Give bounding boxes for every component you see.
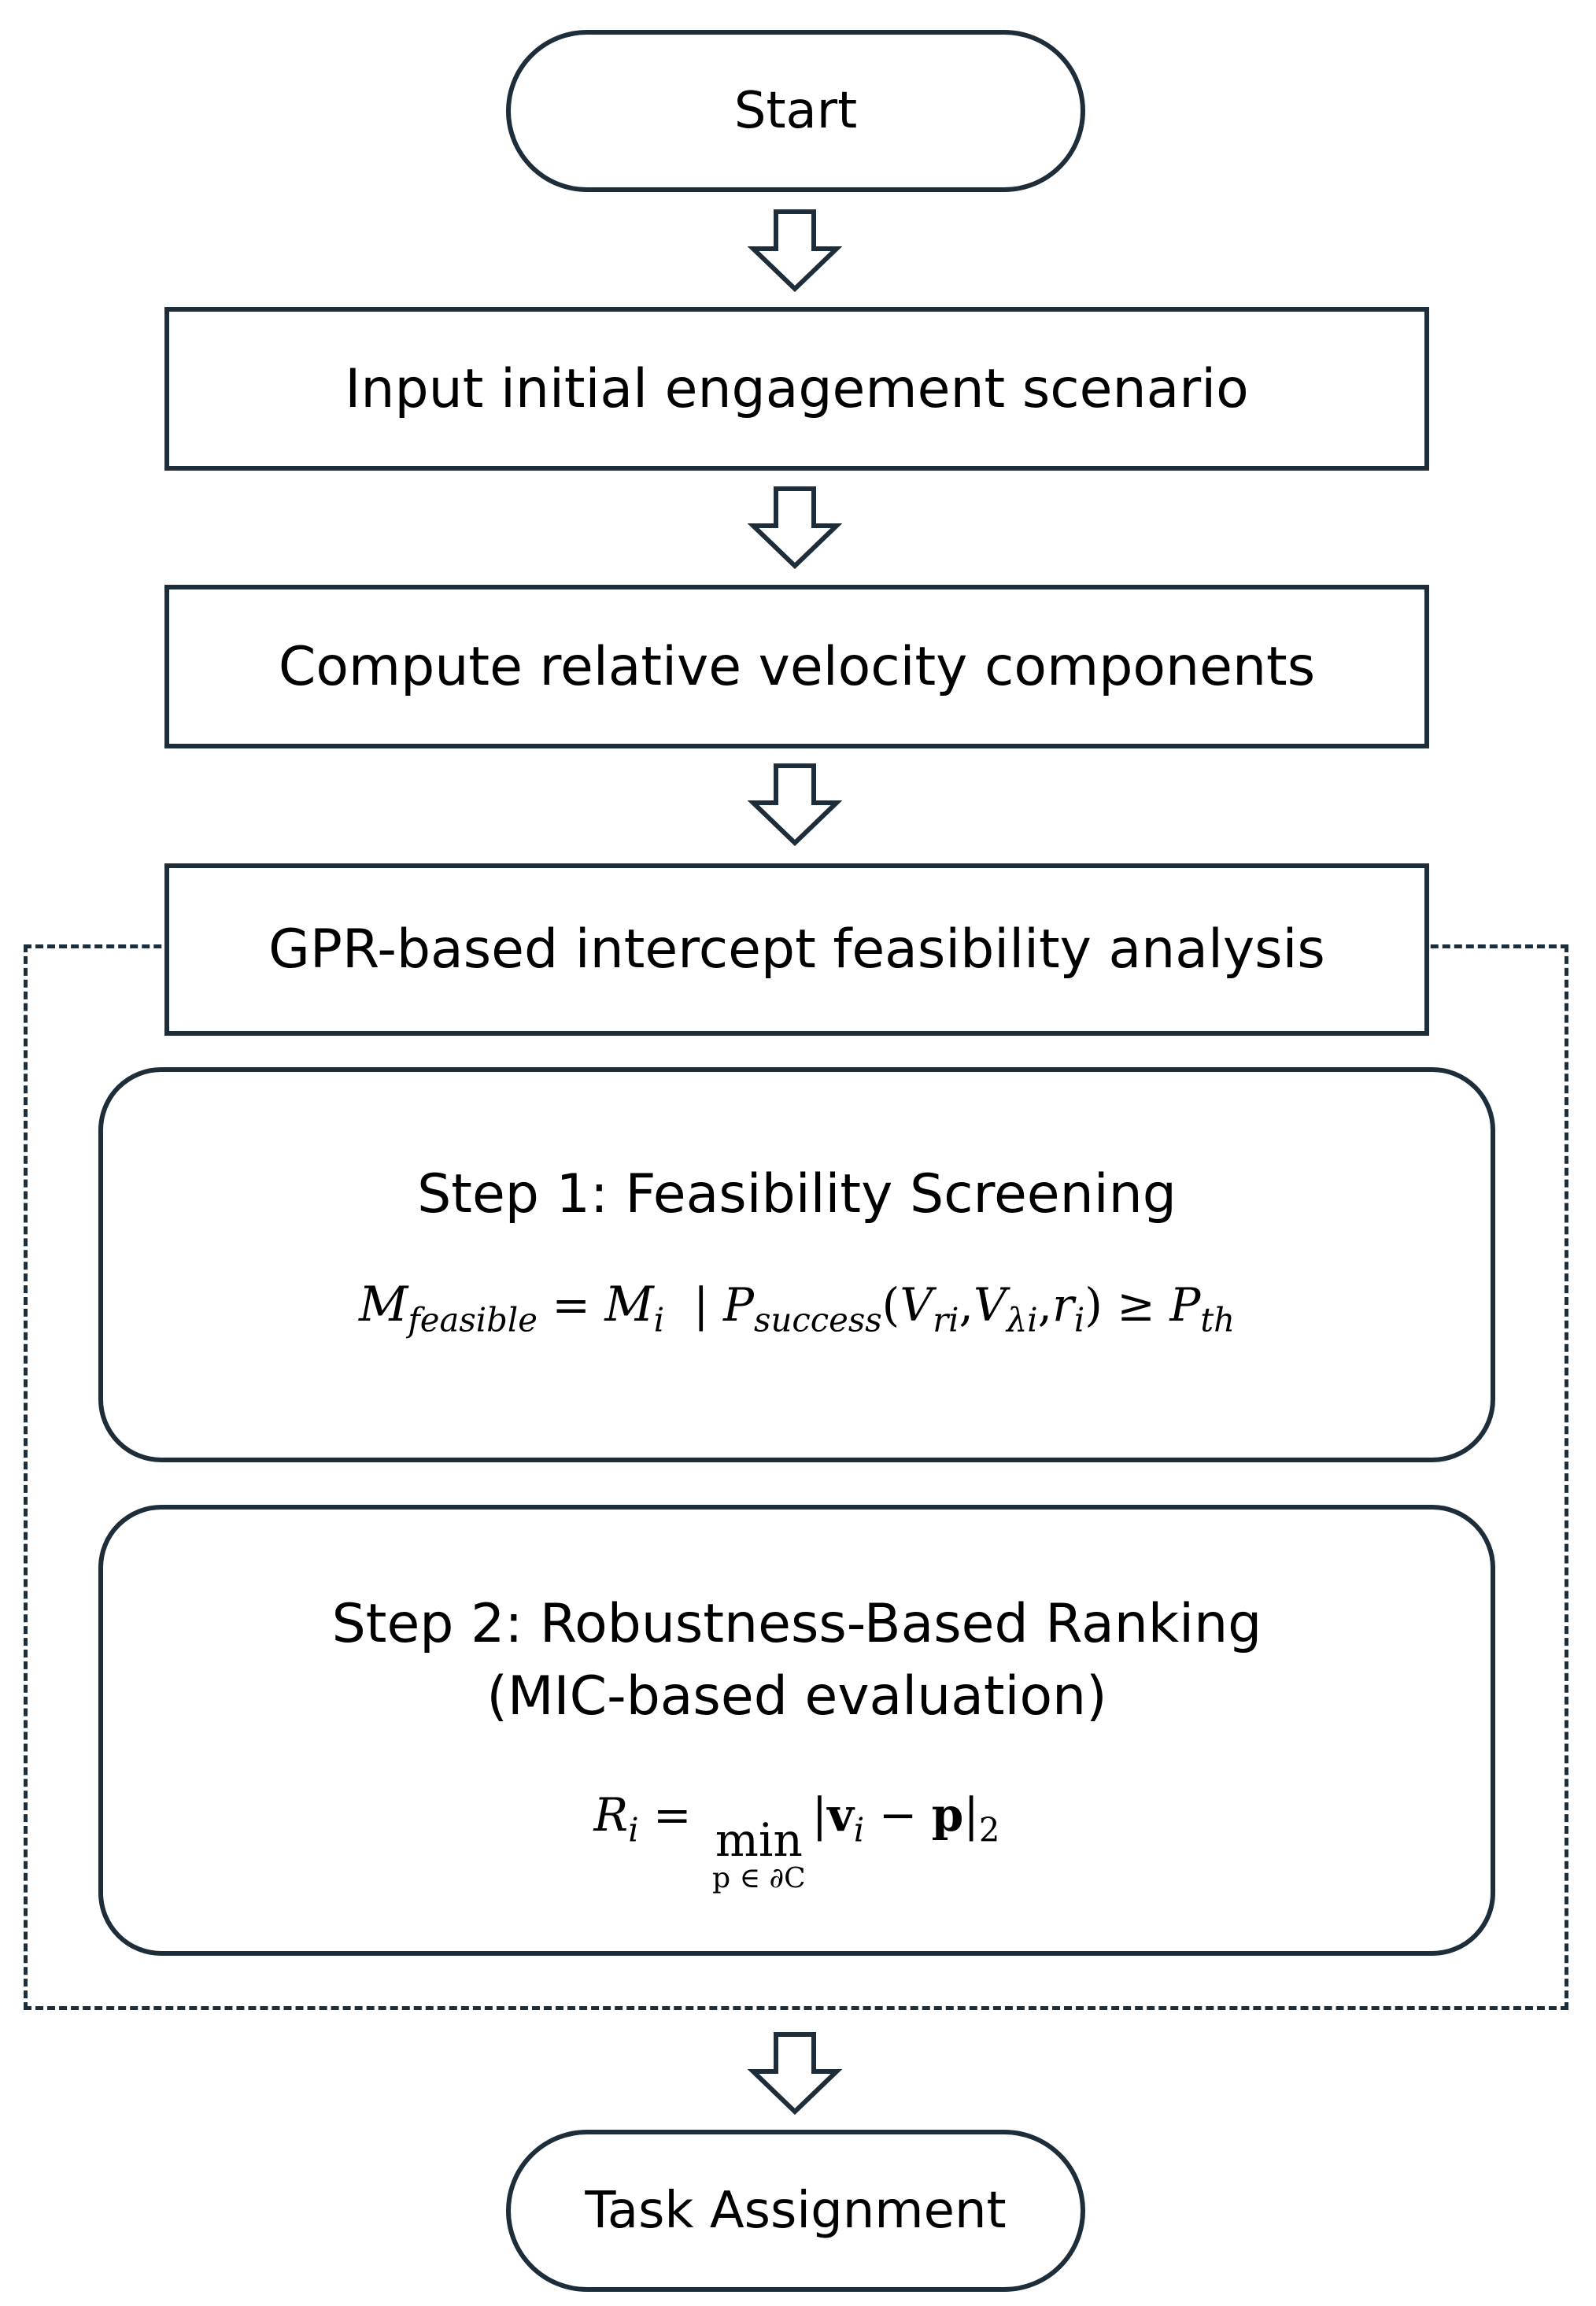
formula-minus: − <box>878 1788 918 1842</box>
formula-symbol: M <box>604 1277 654 1332</box>
formula-symbol: V <box>900 1278 933 1332</box>
formula-symbol: M <box>358 1277 408 1332</box>
formula-relation: ≥ <box>1117 1278 1155 1332</box>
flow-arrow-2 <box>747 486 843 570</box>
start-label: Start <box>733 82 858 140</box>
formula-subscript: feasible <box>408 1300 538 1340</box>
step2-title-line2: (MIC-based evaluation) <box>486 1665 1107 1728</box>
step1-formula: Mfeasible = Mi | Psuccess(Vri,Vλi,ri) ≥ … <box>358 1277 1236 1340</box>
formula-vector: v <box>827 1788 854 1842</box>
min-operator: min p ∈ ∂C <box>712 1817 806 1893</box>
formula-symbol: P <box>723 1278 755 1332</box>
gpr-analysis-box: GPR-based intercept feasibility analysis <box>164 863 1429 1036</box>
step2-box: Step 2: Robustness-Based Ranking (MIC-ba… <box>98 1505 1495 1956</box>
formula-symbol: r <box>1052 1278 1074 1332</box>
step2-formula: Ri = min p ∈ ∂C |vi − p|2 <box>593 1788 1000 1894</box>
min-label: min <box>715 1813 803 1867</box>
step1-title: Step 1: Feasibility Screening <box>417 1163 1177 1225</box>
formula-subscript: 2 <box>978 1810 1000 1850</box>
formula-subscript: i <box>628 1810 639 1850</box>
start-terminal: Start <box>506 30 1085 192</box>
formula-symbol: V <box>973 1278 1007 1332</box>
compute-velocity-box: Compute relative velocity components <box>164 585 1429 748</box>
formula-subscript: th <box>1200 1300 1236 1340</box>
formula-subscript: i <box>1073 1300 1085 1340</box>
step2-title-line1: Step 2: Robustness-Based Ranking <box>331 1593 1262 1655</box>
input-scenario-box: Input initial engagement scenario <box>164 307 1429 471</box>
compute-velocity-label: Compute relative velocity components <box>278 635 1316 698</box>
formula-vector: p <box>931 1788 964 1842</box>
min-underscript: p ∈ ∂C <box>712 1861 806 1894</box>
flow-arrow-1 <box>747 209 843 293</box>
formula-equals: = <box>552 1278 590 1332</box>
step1-box: Step 1: Feasibility Screening Mfeasible … <box>98 1067 1495 1462</box>
task-assignment-terminal: Task Assignment <box>506 2130 1085 2292</box>
formula-symbol: R <box>593 1788 629 1842</box>
gpr-analysis-label: GPR-based intercept feasibility analysis <box>268 918 1325 981</box>
formula-subscript: ri <box>933 1300 959 1340</box>
flow-arrow-4 <box>747 2032 843 2116</box>
formula-subscript: λi <box>1006 1300 1038 1340</box>
formula-equals: = <box>653 1788 692 1842</box>
formula-bar: | <box>693 1278 709 1332</box>
formula-subscript: i <box>653 1300 665 1340</box>
input-scenario-label: Input initial engagement scenario <box>345 357 1249 420</box>
flow-arrow-3 <box>747 763 843 847</box>
task-assignment-label: Task Assignment <box>585 2182 1007 2240</box>
formula-subscript: success <box>754 1300 882 1340</box>
formula-symbol: P <box>1169 1278 1201 1332</box>
formula-subscript: i <box>853 1810 865 1850</box>
